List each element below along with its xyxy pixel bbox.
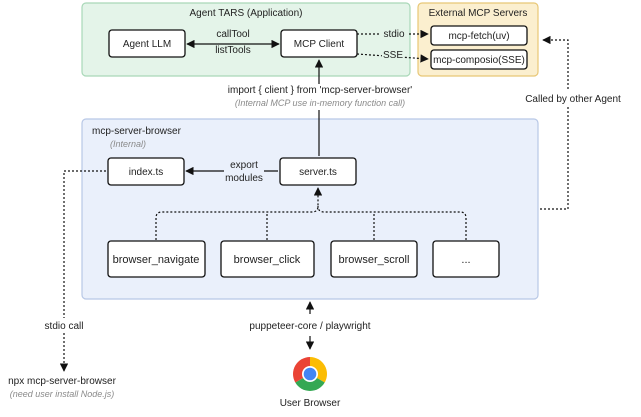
browser-click-node (220, 240, 315, 278)
npx-label: npx mcp-server-browser (8, 376, 116, 387)
browser-click-label: browser_click (234, 254, 301, 266)
mcp-composio-label: mcp-composio(SSE) (433, 55, 525, 66)
server-ts-label: server.ts (299, 167, 337, 178)
stdio-label: stdio (383, 29, 405, 40)
stdio-call-arrow (59, 170, 106, 372)
puppeteer-label: puppeteer-core / playwright (249, 321, 370, 332)
mcp-server-browser-title: mcp-server-browser (92, 126, 182, 137)
listtools-label: listTools (215, 45, 251, 56)
npx-note: (need user install Node.js) (10, 389, 115, 399)
more-tools-node (432, 240, 500, 278)
modules-label: modules (225, 173, 263, 184)
user-browser-label: User Browser (280, 398, 341, 409)
calltool-label: callTool (216, 29, 249, 40)
server-ts-node (279, 157, 357, 186)
more-tools-label: ... (461, 254, 470, 266)
index-ts-node (107, 157, 185, 186)
mcp-fetch-label: mcp-fetch(uv) (448, 31, 509, 42)
called-by-other-arrow (540, 35, 569, 210)
mcp-client-node (280, 29, 358, 58)
external-mcp-title: External MCP Servers (429, 8, 528, 19)
agent-tars-region (81, 2, 411, 77)
import-label: import { client } from 'mcp-server-brows… (228, 85, 413, 96)
browser-navigate-node (107, 240, 206, 278)
agent-llm-label: Agent LLM (123, 39, 171, 50)
agent-llm-node (108, 29, 186, 58)
mcp-client-label: MCP Client (294, 39, 345, 50)
mcp-fetch-node (430, 25, 528, 46)
export-label: export (230, 160, 258, 171)
browser-scroll-node (330, 240, 418, 278)
mcp-server-browser-subtitle: (Internal) (110, 139, 146, 149)
import-note: (Internal MCP use in-memory function cal… (235, 98, 405, 108)
browser-scroll-label: browser_scroll (339, 254, 410, 266)
called-by-other-label: Called by other Agent (525, 94, 621, 105)
tools-server-connector (155, 187, 323, 240)
index-ts-label: index.ts (129, 167, 163, 178)
chrome-logo-icon (293, 357, 327, 391)
sse-label: SSE (383, 50, 403, 61)
browser-navigate-label: browser_navigate (113, 254, 200, 266)
stdio-call-label: stdio call (45, 321, 84, 332)
mcp-composio-node (430, 49, 528, 70)
agent-tars-title: Agent TARS (Application) (189, 8, 302, 19)
